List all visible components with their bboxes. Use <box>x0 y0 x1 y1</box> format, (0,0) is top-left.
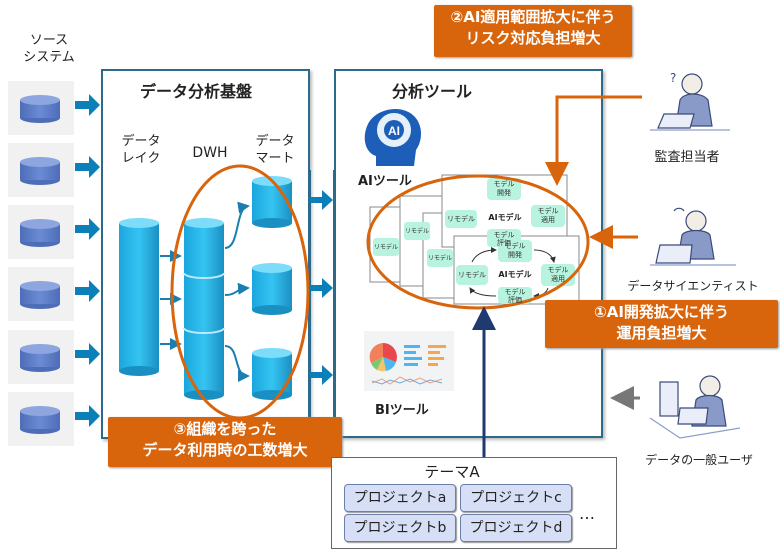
model-apply-line2: 適用 <box>541 216 555 224</box>
model-develop-line2: 開発 <box>508 251 522 259</box>
ai-tool-label: AIツール <box>358 174 412 189</box>
ai-model-center: AIモデル <box>498 270 532 279</box>
platform-to-tools-connector <box>309 170 335 436</box>
remodel-back: リモデル <box>447 215 475 223</box>
auditor-connector <box>545 95 642 186</box>
model-apply-line2: 適用 <box>551 275 565 283</box>
data-mart-label-line2: マート <box>255 151 295 166</box>
project-b[interactable]: プロジェクトb <box>344 514 456 542</box>
right-arrow-icon <box>75 156 100 178</box>
remodel-partial-1: リモデル <box>373 244 398 251</box>
data-mart-label: データ マート <box>250 133 300 167</box>
data-mart-cylinder-icon <box>252 263 292 315</box>
arrow-dwh-to-mart <box>224 345 250 382</box>
model-evaluate-line1: モデル <box>504 288 526 296</box>
model-evaluate-line2: 評価 <box>508 296 522 304</box>
right-arrow-icon <box>75 405 100 427</box>
callout-cross-org-effort: ③組織を跨った データ利用時の工数増大 <box>108 417 342 467</box>
remodel: リモデル <box>458 271 486 279</box>
more-projects-ellipsis: … <box>579 504 595 523</box>
dwh-cylinder-icon <box>183 218 225 400</box>
model-apply: モデル適用 <box>541 266 575 284</box>
callout-risk-burden-line1: ②AI適用範囲拡大に伴う <box>450 8 616 26</box>
callout-cross-org-effort-line2: データ利用時の工数増大 <box>142 441 308 459</box>
right-arrow-icon <box>75 280 100 302</box>
bi-dashboard-icon <box>364 331 454 391</box>
svg-text:AI: AI <box>388 124 400 138</box>
data-mart-cylinder-icon <box>252 348 292 400</box>
data-lake-label: データ レイク <box>116 133 166 167</box>
model-apply-line1: モデル <box>537 207 559 215</box>
source-cylinder-icon <box>20 95 60 123</box>
analysis-tools-title: 分析ツール <box>392 82 473 101</box>
back-card-partials <box>373 222 453 267</box>
data-scientist-icon <box>650 207 736 266</box>
source-cylinder-icon <box>20 344 60 372</box>
right-arrow-icon <box>75 218 100 240</box>
source-cylinder-icon <box>20 157 60 185</box>
model-apply-line1: モデル <box>547 266 569 274</box>
internal-flow-arrows <box>160 201 250 382</box>
remodel-partial-2: リモデル <box>404 228 429 235</box>
model-evaluate-line2: 評価 <box>497 239 511 247</box>
model-evaluate-line1: モデル <box>493 231 515 239</box>
project-d[interactable]: プロジェクトd <box>460 514 572 542</box>
model-evaluate-back: モデル評価 <box>487 231 521 247</box>
remodel-partial-3: リモデル <box>427 255 452 262</box>
project-c[interactable]: プロジェクトc <box>460 484 572 512</box>
dwh-label: DWH <box>192 145 228 161</box>
source-systems-title-line1: ソース <box>29 33 69 48</box>
ai-model-center-back: AIモデル <box>488 213 522 222</box>
source-cylinder-icon <box>20 406 60 434</box>
arrow-dwh-to-mart <box>224 201 250 249</box>
auditor-label: 監査担当者 <box>654 150 720 165</box>
arrow-dwh-to-mart <box>224 282 250 296</box>
project-a[interactable]: プロジェクトa <box>344 484 456 512</box>
data-scientist-label: データサイエンティスト <box>627 279 759 293</box>
callout-risk-burden: ②AI適用範囲拡大に伴う リスク対応負担増大 <box>434 5 632 57</box>
general-user-icon <box>649 375 741 439</box>
source-cylinder-icon <box>20 219 60 247</box>
model-develop-back: モデル開発 <box>487 180 521 198</box>
right-arrow-icon <box>75 343 100 365</box>
svg-text:?: ? <box>670 71 676 85</box>
theme-title: テーマA <box>424 463 480 481</box>
callout-operation-burden-line2: 運用負担増大 <box>616 324 707 342</box>
model-develop: モデル開発 <box>498 242 532 260</box>
callout-operation-burden-line1: ①AI開発拡大に伴う <box>594 303 729 321</box>
model-develop-line2: 開発 <box>497 189 511 197</box>
theme-box: テーマA プロジェクトa プロジェクトc プロジェクトb プロジェクトd … <box>331 457 617 549</box>
right-arrow-icon <box>310 278 333 298</box>
model-develop-line1: モデル <box>504 242 526 250</box>
data-lake-label-line1: データ <box>121 134 161 149</box>
right-arrow-icon <box>75 94 100 116</box>
data-lake-cylinder-icon <box>119 218 159 376</box>
source-cylinder-icon <box>20 281 60 309</box>
model-develop-line1: モデル <box>493 180 515 188</box>
source-systems-title: ソース システム <box>14 32 84 66</box>
callout-cross-org-effort-line1: ③組織を跨った <box>173 420 277 438</box>
model-apply-back: モデル適用 <box>531 207 565 225</box>
auditor-icon: ? <box>650 71 730 131</box>
bi-tool-label: BIツール <box>375 403 429 418</box>
general-user-label: データの一般ユーザ <box>645 453 753 467</box>
model-evaluate: モデル評価 <box>498 288 532 304</box>
data-mart-label-line1: データ <box>255 134 295 149</box>
source-systems-title-line2: システム <box>23 50 75 65</box>
callout-operation-burden: ①AI開発拡大に伴う 運用負担増大 <box>545 300 778 348</box>
callout-risk-burden-line2: リスク対応負担増大 <box>465 29 601 47</box>
source-cylinders <box>20 95 60 434</box>
ai-brain-icon: AI <box>364 109 421 166</box>
right-arrow-icon <box>310 365 333 385</box>
data-lake-label-line2: レイク <box>121 151 161 166</box>
right-arrow-icon <box>310 190 333 210</box>
data-platform-title: データ分析基盤 <box>140 82 253 101</box>
source-arrows <box>75 94 100 427</box>
